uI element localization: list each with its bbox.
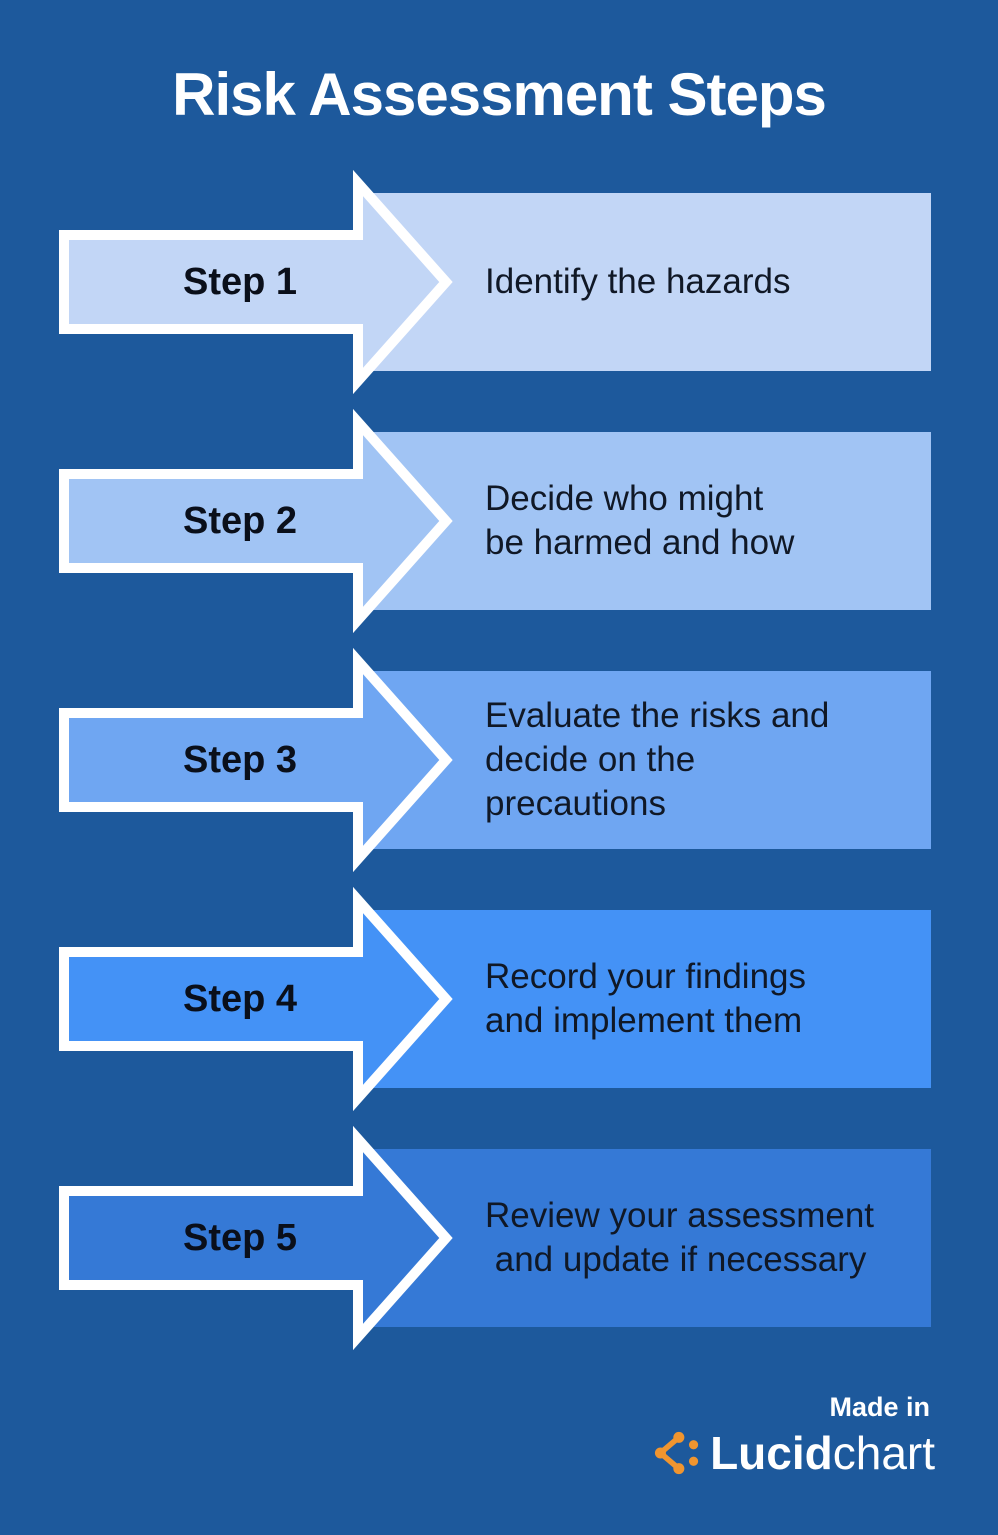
- brand-name-bold: Lucid: [710, 1427, 833, 1479]
- step-label: Step 2: [182, 499, 298, 542]
- step-description: Evaluate the risks and decide on the pre…: [485, 696, 830, 823]
- brand-name-light: chart: [832, 1427, 935, 1479]
- step-row-1: Step 1 Identify the hazards: [0, 162, 998, 402]
- step-label: Step 3: [182, 738, 298, 781]
- lucidchart-logo: Lucidchart: [654, 1428, 935, 1478]
- step-arrow: [59, 169, 453, 395]
- step-row-5: Step 5 Review your assessment and update…: [0, 1118, 998, 1358]
- description-box: [358, 1149, 931, 1327]
- step-arrow: [59, 886, 453, 1112]
- description-box: [358, 910, 931, 1088]
- arrow-shape: [59, 886, 453, 1112]
- lucidchart-icon: [654, 1431, 699, 1475]
- made-in-label: Made in: [829, 1392, 930, 1422]
- description-box: [358, 193, 931, 371]
- description-box: [358, 432, 931, 610]
- step-description: Decide who might be harmed and how: [485, 479, 795, 562]
- step-arrow: [59, 1125, 453, 1351]
- step-description: Review your assessment and update if nec…: [485, 1196, 875, 1279]
- step-arrow: [59, 408, 453, 634]
- arrow-shape: [59, 408, 453, 634]
- step-label: Step 4: [182, 977, 298, 1020]
- step-row-4: Step 4 Record your findings and implemen…: [0, 879, 998, 1119]
- step-row-3: Step 3 Evaluate the risks and decide on …: [0, 640, 998, 880]
- brand-name: Lucidchart: [710, 1428, 935, 1478]
- step-description: Record your findings and implement them: [485, 957, 806, 1040]
- arrow-shape: [59, 169, 453, 395]
- step-description: Identify the hazards: [485, 262, 791, 301]
- page-title: Risk Assessment Steps: [172, 61, 827, 128]
- description-box: [358, 671, 931, 849]
- step-label: Step 1: [182, 260, 298, 303]
- step-row-2: Step 2 Decide who might be harmed and ho…: [0, 401, 998, 641]
- arrow-shape: [59, 1125, 453, 1351]
- step-label: Step 5: [182, 1216, 298, 1259]
- step-arrow: [59, 647, 453, 873]
- arrow-shape: [59, 647, 453, 873]
